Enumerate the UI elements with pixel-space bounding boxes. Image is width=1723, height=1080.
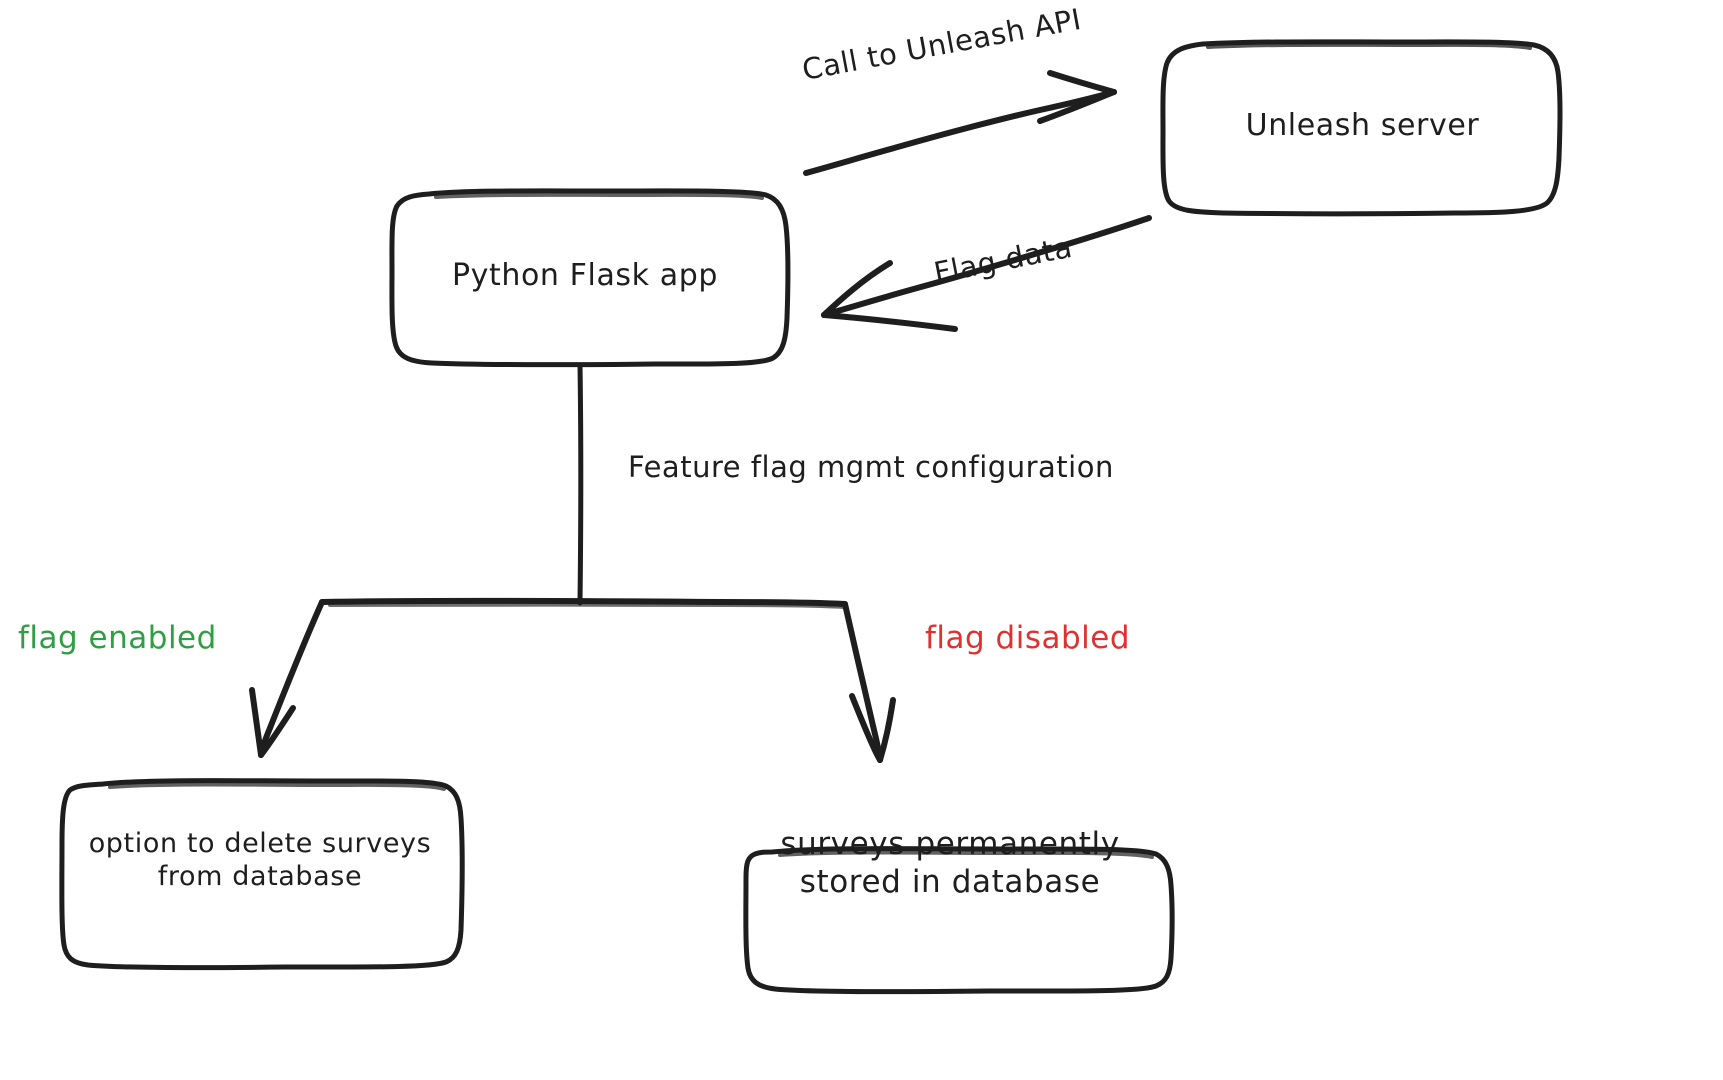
node-unleash-server-shape [1160,39,1563,217]
edge-feature-flag-config [577,362,584,606]
edge-call-to-unleash-api [803,70,1117,176]
edge-flag-data [821,215,1152,332]
node-python-flask-app-shape [389,188,791,368]
edge-flag-disabled [842,601,896,763]
node-right-outcome-shape [743,846,1175,995]
edge-flag-enabled [249,599,325,758]
node-left-outcome-shape [59,778,465,971]
edge-branch-bar [319,597,848,609]
